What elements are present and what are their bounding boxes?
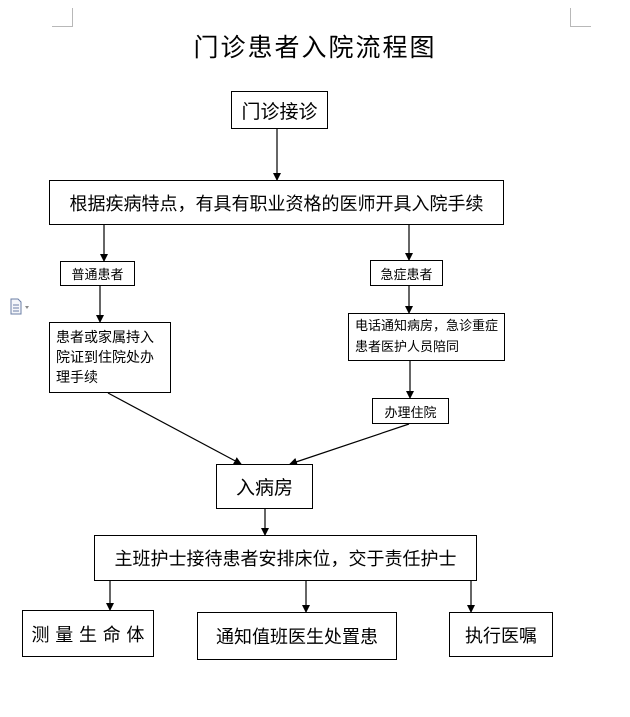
node-regular-procedure: 患者或家属持入院证到住院处办理手续 [49, 322, 171, 393]
node-physician-issue: 根据疾病特点，有具有职业资格的医师开具入院手续 [49, 180, 504, 225]
page-corner-top-left-icon [52, 8, 73, 27]
page-title: 门诊患者入院流程图 [193, 33, 437, 62]
node-enter-ward: 入病房 [216, 464, 313, 509]
node-handle-admission: 办理住院 [372, 398, 449, 424]
page-corner-top-right-icon [570, 8, 591, 27]
node-vital-signs: 测 量 生 命 体 [22, 610, 154, 657]
arrow-handle-to-ward [289, 423, 410, 466]
node-emergency-patient: 急症患者 [370, 260, 443, 286]
node-emergency-notify: 电话通知病房，急诊重症患者医护人员陪同 [348, 313, 505, 361]
document-options-icon[interactable] [8, 297, 36, 317]
node-head-nurse: 主班护士接待患者安排床位，交于责任护士 [94, 535, 477, 581]
arrow-procedure-to-ward [107, 392, 242, 465]
node-notify-doctor: 通知值班医生处置患 [197, 612, 397, 660]
node-regular-patient: 普通患者 [60, 261, 135, 286]
node-execute-orders: 执行医嘱 [449, 612, 553, 657]
node-outpatient-visit: 门诊接诊 [231, 91, 328, 129]
